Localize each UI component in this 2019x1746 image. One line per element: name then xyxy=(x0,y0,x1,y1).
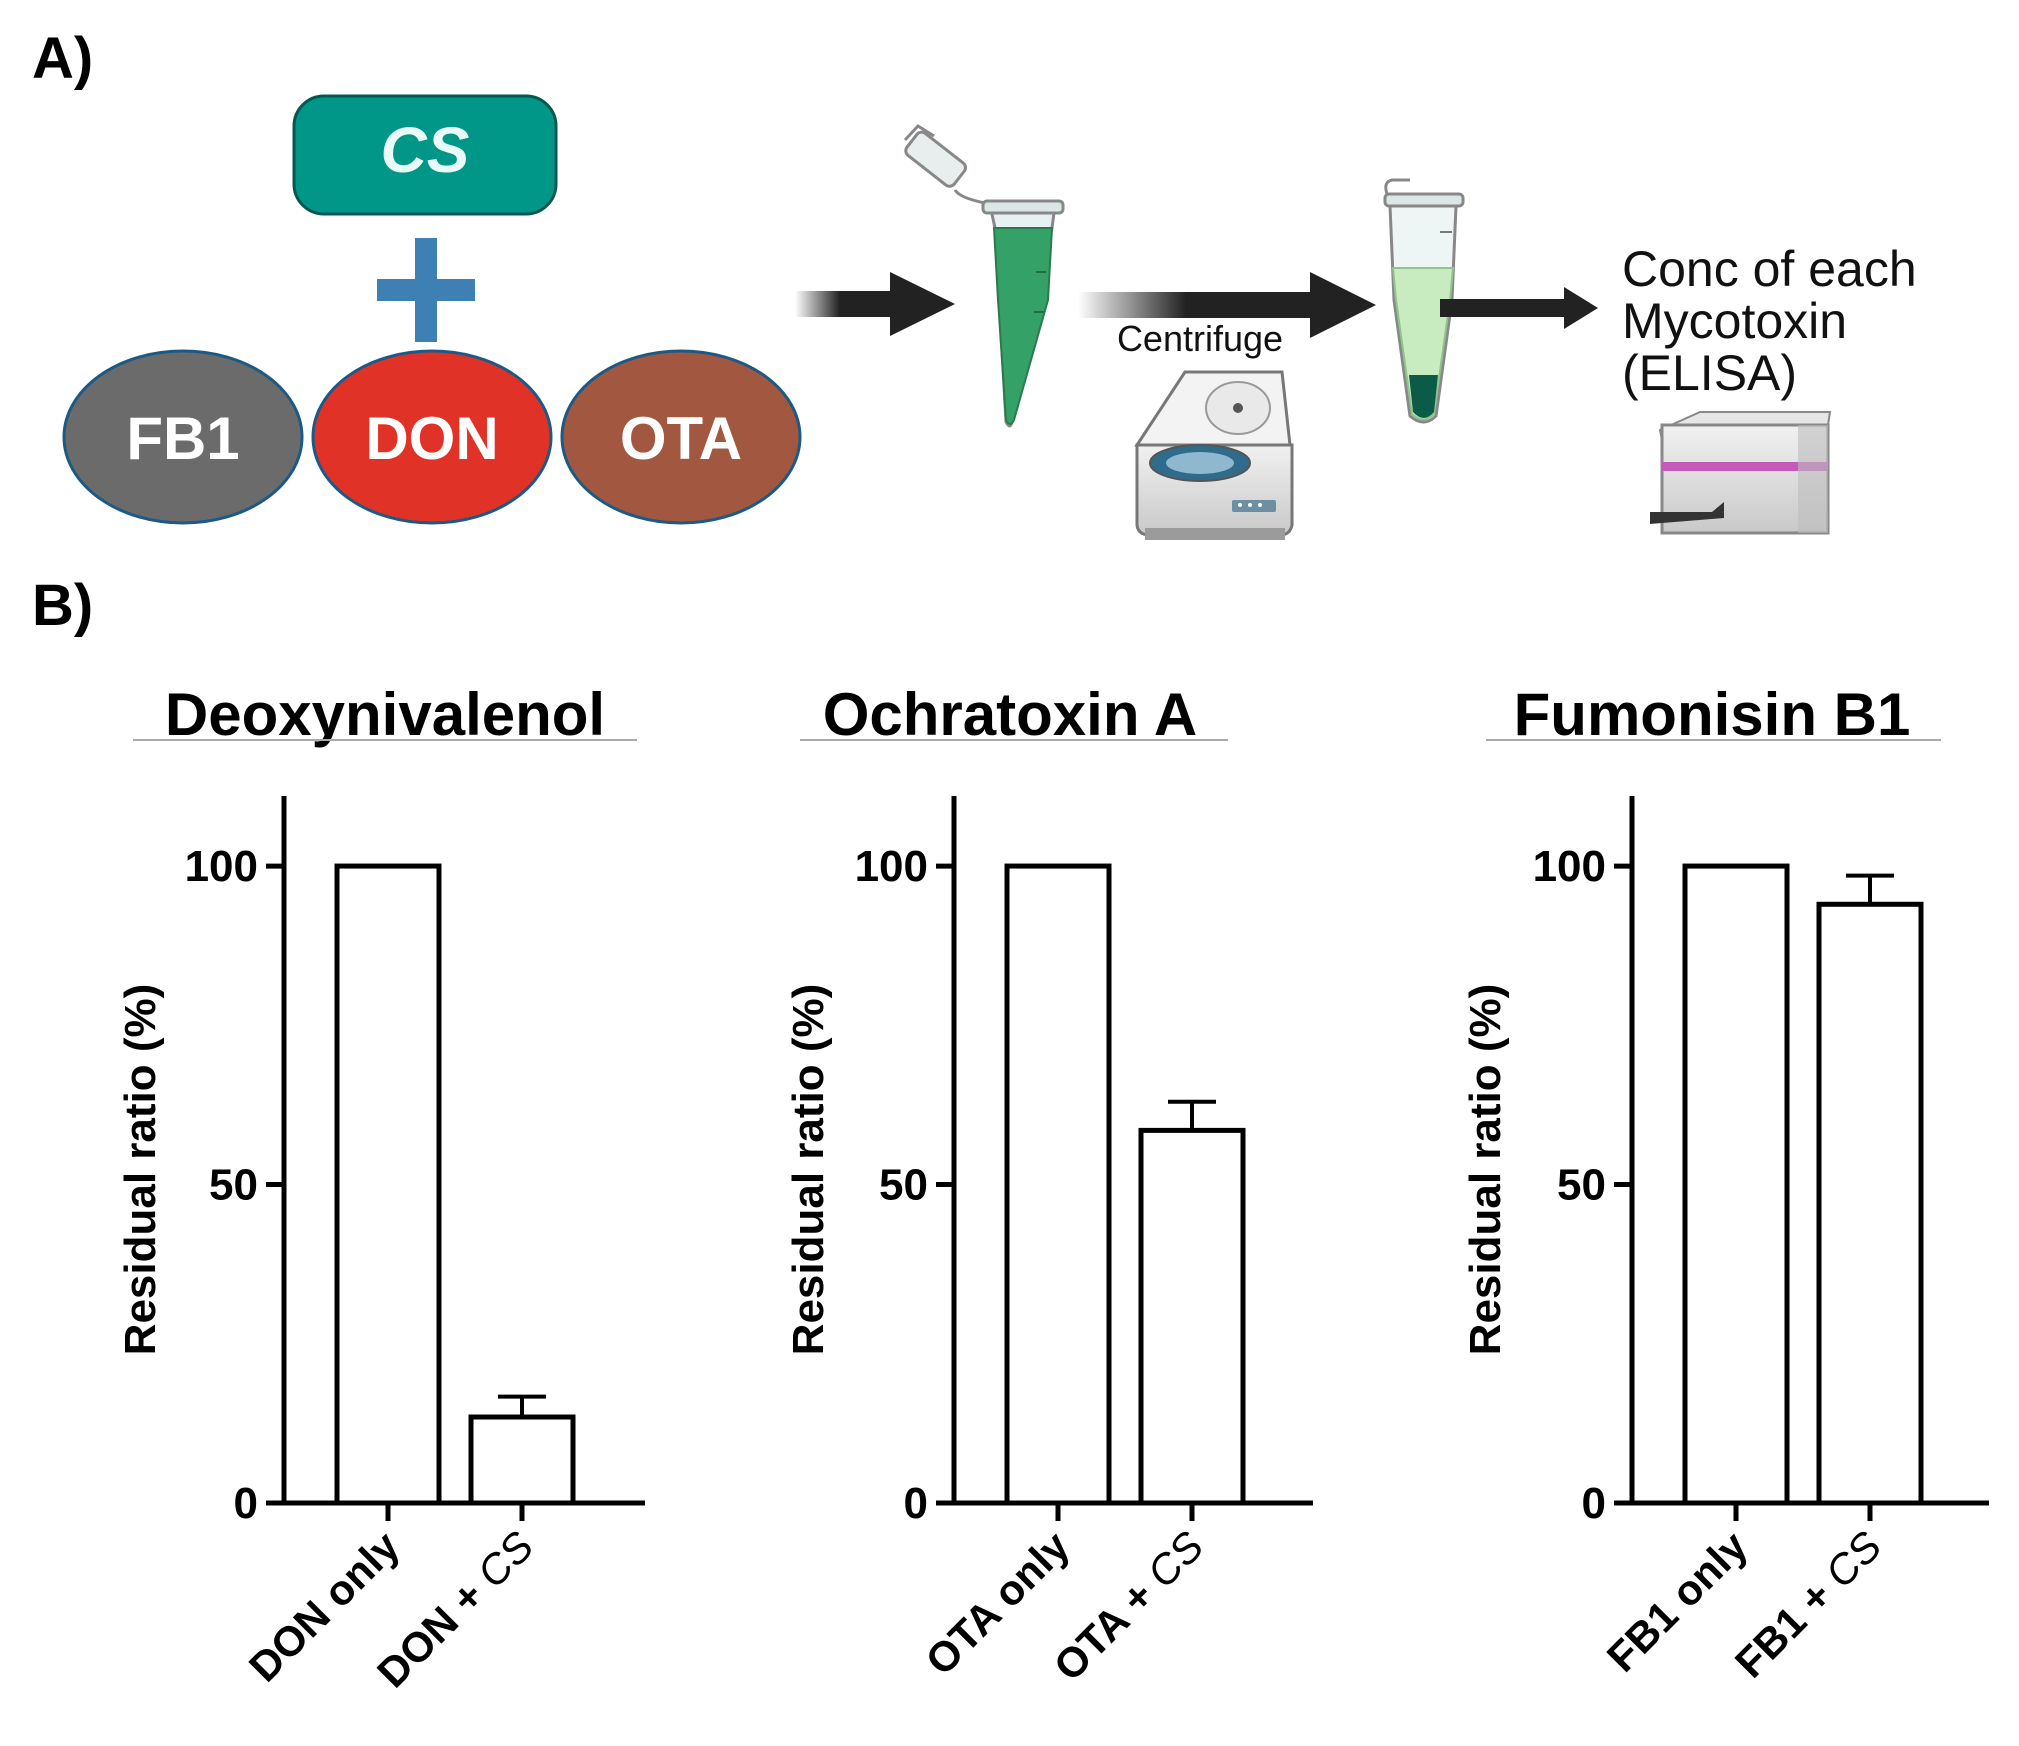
fb1-label: FB1 xyxy=(126,405,239,472)
y-tick-label: 100 xyxy=(855,842,928,891)
y-tick-label: 100 xyxy=(1533,842,1606,891)
chart-title: Fumonisin B1 xyxy=(1514,681,1911,748)
y-tick-label: 0 xyxy=(904,1479,928,1528)
fb1-oval xyxy=(62,349,304,525)
y-axis-label: Residual ratio (%) xyxy=(116,984,165,1356)
panel-a-label: A) xyxy=(32,26,93,91)
y-tick-label: 50 xyxy=(879,1161,928,1210)
chart-3: Fumonisin B1 Residual ratio (%) 0 50 100FB1 … xyxy=(1461,681,1989,1687)
result-line-1: Conc of each xyxy=(1622,241,1917,297)
bar xyxy=(1816,901,1924,1506)
ota-label: OTA xyxy=(620,405,742,472)
centrifuge-label: Centrifuge xyxy=(1117,318,1283,359)
chart-title: Deoxynivalenol xyxy=(165,681,605,748)
arrow-right-icon xyxy=(795,272,955,336)
y-tick-label: 0 xyxy=(234,1479,258,1528)
y-tick-label: 0 xyxy=(1582,1479,1606,1528)
y-axis-label: Residual ratio (%) xyxy=(784,984,833,1356)
cs-box-label: CS xyxy=(381,114,470,186)
chart-title: Ochratoxin A xyxy=(823,681,1198,748)
y-axis-label: Residual ratio (%) xyxy=(1461,984,1510,1356)
y-tick-label: 50 xyxy=(1557,1161,1606,1210)
y-tick-label: 100 xyxy=(185,842,258,891)
y-tick-label: 50 xyxy=(209,1161,258,1210)
bar xyxy=(334,863,442,1506)
microtube-pellet-icon xyxy=(1383,178,1465,424)
microtube-open-icon xyxy=(903,124,1065,428)
arrow-right-icon-3 xyxy=(1440,287,1598,329)
centrifuge-icon xyxy=(1134,370,1294,540)
bar xyxy=(1004,863,1112,1506)
plus-icon xyxy=(377,238,475,342)
bar xyxy=(1682,863,1790,1506)
result-line-3: (ELISA) xyxy=(1622,345,1797,401)
bar xyxy=(468,1414,576,1506)
ota-oval xyxy=(560,349,802,525)
panel-b-label: B) xyxy=(32,573,93,638)
bar xyxy=(1138,1127,1246,1506)
don-label: DON xyxy=(365,405,498,472)
arrow-right-icon-2 xyxy=(1078,272,1376,338)
panel-a: A) CS FB1 DON OTA xyxy=(32,26,1917,540)
x-tick-label: FB1 + CS xyxy=(1726,1522,1890,1686)
plate-reader-icon xyxy=(1650,411,1832,535)
cs-box xyxy=(292,94,558,216)
result-line-2: Mycotoxin xyxy=(1622,293,1847,349)
don-oval xyxy=(311,349,553,525)
